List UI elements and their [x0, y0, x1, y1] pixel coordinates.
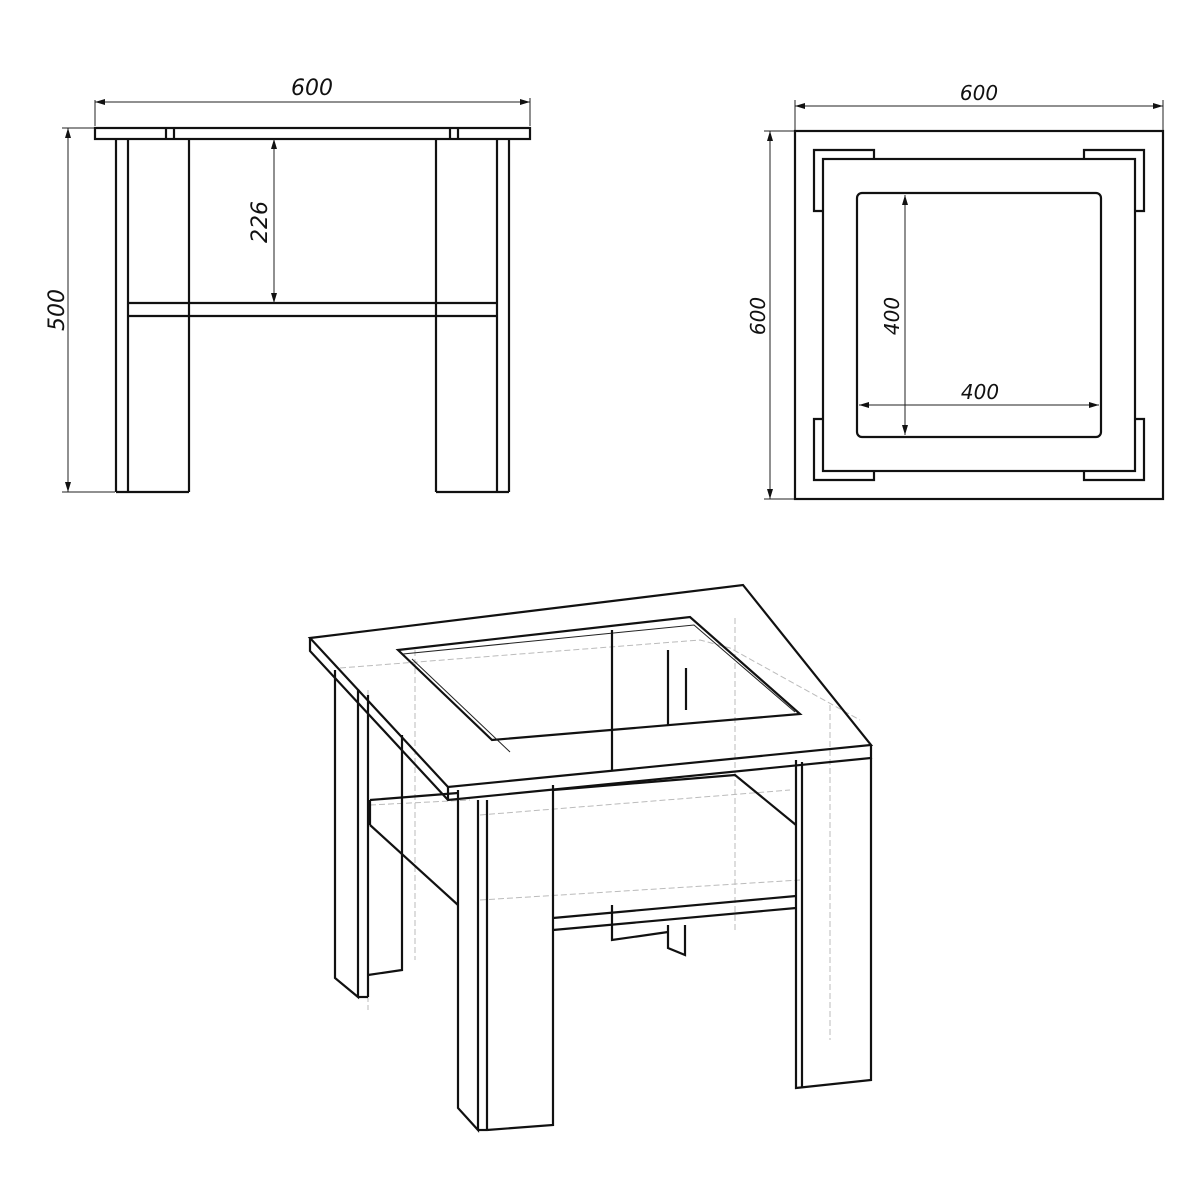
shelf-clearance-dimension: 226	[248, 201, 273, 243]
opening-depth-dimension: 400	[880, 297, 904, 335]
front-view-drawing	[62, 98, 532, 494]
front-width-dimension: 600	[291, 76, 333, 101]
top-depth-dimension: 600	[746, 297, 770, 335]
opening-width-dimension: 400	[961, 380, 999, 404]
top-width-dimension: 600	[960, 81, 998, 105]
top-view-drawing	[764, 100, 1165, 501]
front-height-dimension: 500	[45, 289, 70, 331]
isometric-table-drawing	[307, 583, 874, 1133]
